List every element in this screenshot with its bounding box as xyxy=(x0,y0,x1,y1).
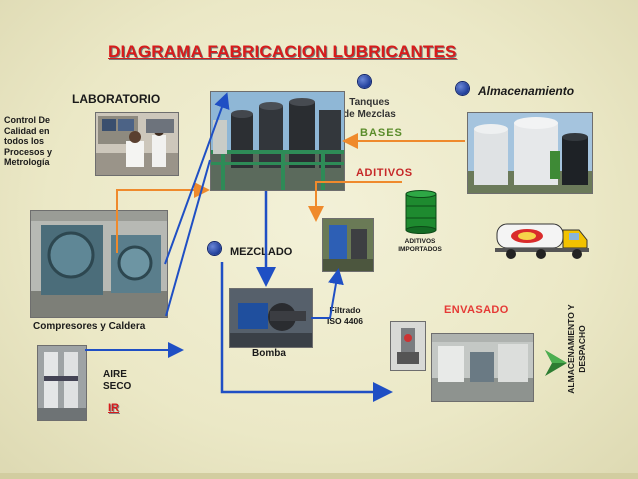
aire-seco-photo xyxy=(37,345,87,421)
arrow-bomba-to-filtrado xyxy=(311,268,344,319)
tanker-truck-icon xyxy=(493,218,593,260)
label-aire-seco: AIRE SECO xyxy=(103,369,131,393)
arrow-lab-to-tanques xyxy=(116,182,210,253)
diagram-title: DIAGRAMA FABRICACION LUBRICANTES xyxy=(108,42,457,61)
label-filtrado: Filtrado ISO 4406 xyxy=(320,305,370,327)
bomba-photo xyxy=(229,288,313,348)
aire-seco-line: SECO xyxy=(103,381,132,392)
label-laboratorio: LABORATORIO xyxy=(72,92,161,106)
aire-seco-line: AIRE xyxy=(103,369,127,380)
bullet-almacenamiento-icon xyxy=(456,82,469,95)
filtrado-line: Filtrado xyxy=(329,305,361,315)
control-line: todos los xyxy=(4,136,44,146)
label-aditivos-importados: ADITIVOS IMPORTADOS xyxy=(390,238,450,254)
label-tanques: Tanques de Mezclas xyxy=(343,97,396,121)
label-mezclado: MEZCLADO xyxy=(230,246,293,258)
arrow-aditivos xyxy=(308,181,402,222)
envasado-machine-photo xyxy=(390,321,426,371)
tanques-line: Tanques xyxy=(349,97,390,108)
compresores-photo xyxy=(30,210,168,318)
aditivos-importados-line: ADITIVOS xyxy=(404,238,436,245)
label-envasado: ENVASADO xyxy=(444,304,509,316)
label-bomba: Bomba xyxy=(252,348,286,359)
label-control-calidad: Control De Calidad en todos los Procesos… xyxy=(4,115,52,168)
control-line: Procesos y xyxy=(4,146,53,157)
drum-icon xyxy=(404,190,438,234)
mezclado-photo xyxy=(322,218,374,272)
control-line: Calidad en xyxy=(4,125,50,136)
filtrado-line: ISO 4406 xyxy=(327,316,363,326)
tanques-line: de Mezclas xyxy=(343,109,396,120)
label-aditivos: ADITIVOS xyxy=(356,167,413,179)
label-compresores: Compresores y Caldera xyxy=(33,321,146,332)
laboratorio-photo xyxy=(95,112,179,176)
control-line: Metrología xyxy=(4,157,50,167)
aditivos-importados-line: IMPORTADOS xyxy=(398,246,442,253)
label-ir: IR xyxy=(108,402,119,414)
arrow-compresores-to-tanques xyxy=(164,92,230,265)
arrow-to-envasado xyxy=(220,262,393,402)
almacenamiento-photo xyxy=(467,112,593,194)
bottom-stripe xyxy=(0,473,638,479)
envasado-line-photo xyxy=(431,333,534,402)
forward-arrow-icon xyxy=(543,348,569,378)
bullet-tanques-icon xyxy=(358,75,371,88)
bullet-mezclado-icon xyxy=(208,242,221,255)
label-bases: BASES xyxy=(360,127,403,139)
arrow-aire-diagonal xyxy=(165,159,211,317)
label-almacenamiento: Almacenamiento xyxy=(478,84,575,98)
control-line: Control De xyxy=(4,115,50,125)
